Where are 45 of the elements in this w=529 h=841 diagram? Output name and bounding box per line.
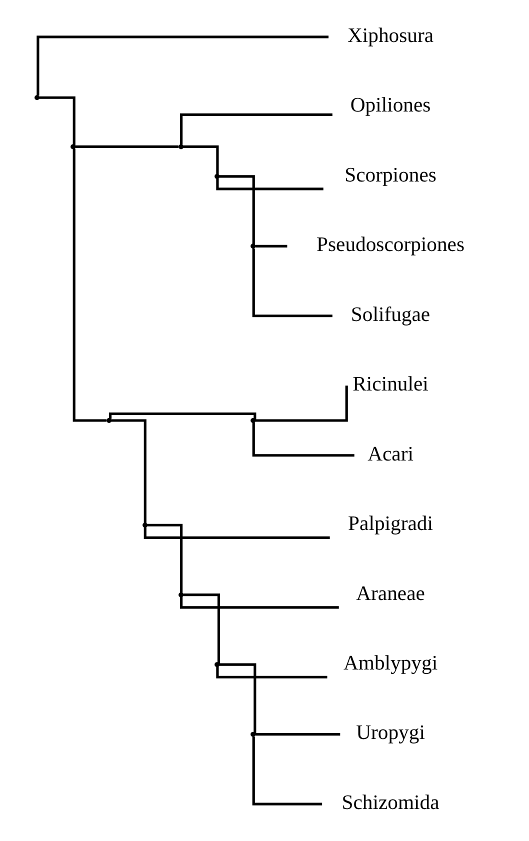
node-text: Solifugae [350,304,430,326]
connector [39,96,76,147]
connector [183,594,220,665]
node-text: Scorpiones [344,164,436,186]
node-point [250,732,256,737]
connector [183,145,219,176]
node-point [250,244,256,249]
connector [252,248,332,318]
connector [219,663,256,734]
node-text: Acari [368,443,414,466]
node-text: Schizomida [342,792,440,814]
connector [180,596,339,609]
connector [252,736,322,806]
node-point [178,592,184,598]
connector [75,145,178,148]
node-point [214,662,220,668]
node-text: Ricinulei [352,374,428,396]
connector [255,244,288,248]
node-text: Pseudoscorpiones [316,234,465,256]
connector [108,412,256,420]
node-point [142,522,148,528]
node-point [106,418,112,423]
connector [180,113,332,145]
connector [219,175,255,246]
connector [216,666,328,678]
connector [110,419,146,526]
node-point [178,144,184,150]
connector [255,733,340,736]
node-point [250,418,256,423]
connector [147,524,183,595]
node-point [70,144,76,150]
connector [252,422,354,457]
connector [36,36,329,96]
node-text: Opiliones [350,94,431,117]
node-text: Uropygi [356,722,425,744]
node-point [34,95,40,100]
node-text: Araneae [356,582,425,605]
node-text: Xiphosura [347,24,434,47]
connector [216,178,324,190]
connector [144,527,330,539]
connector [255,386,348,422]
connector [72,148,106,422]
node-text: Palpigradi [348,513,433,536]
node-point [214,174,220,179]
node-text: Amblypygi [343,652,438,674]
